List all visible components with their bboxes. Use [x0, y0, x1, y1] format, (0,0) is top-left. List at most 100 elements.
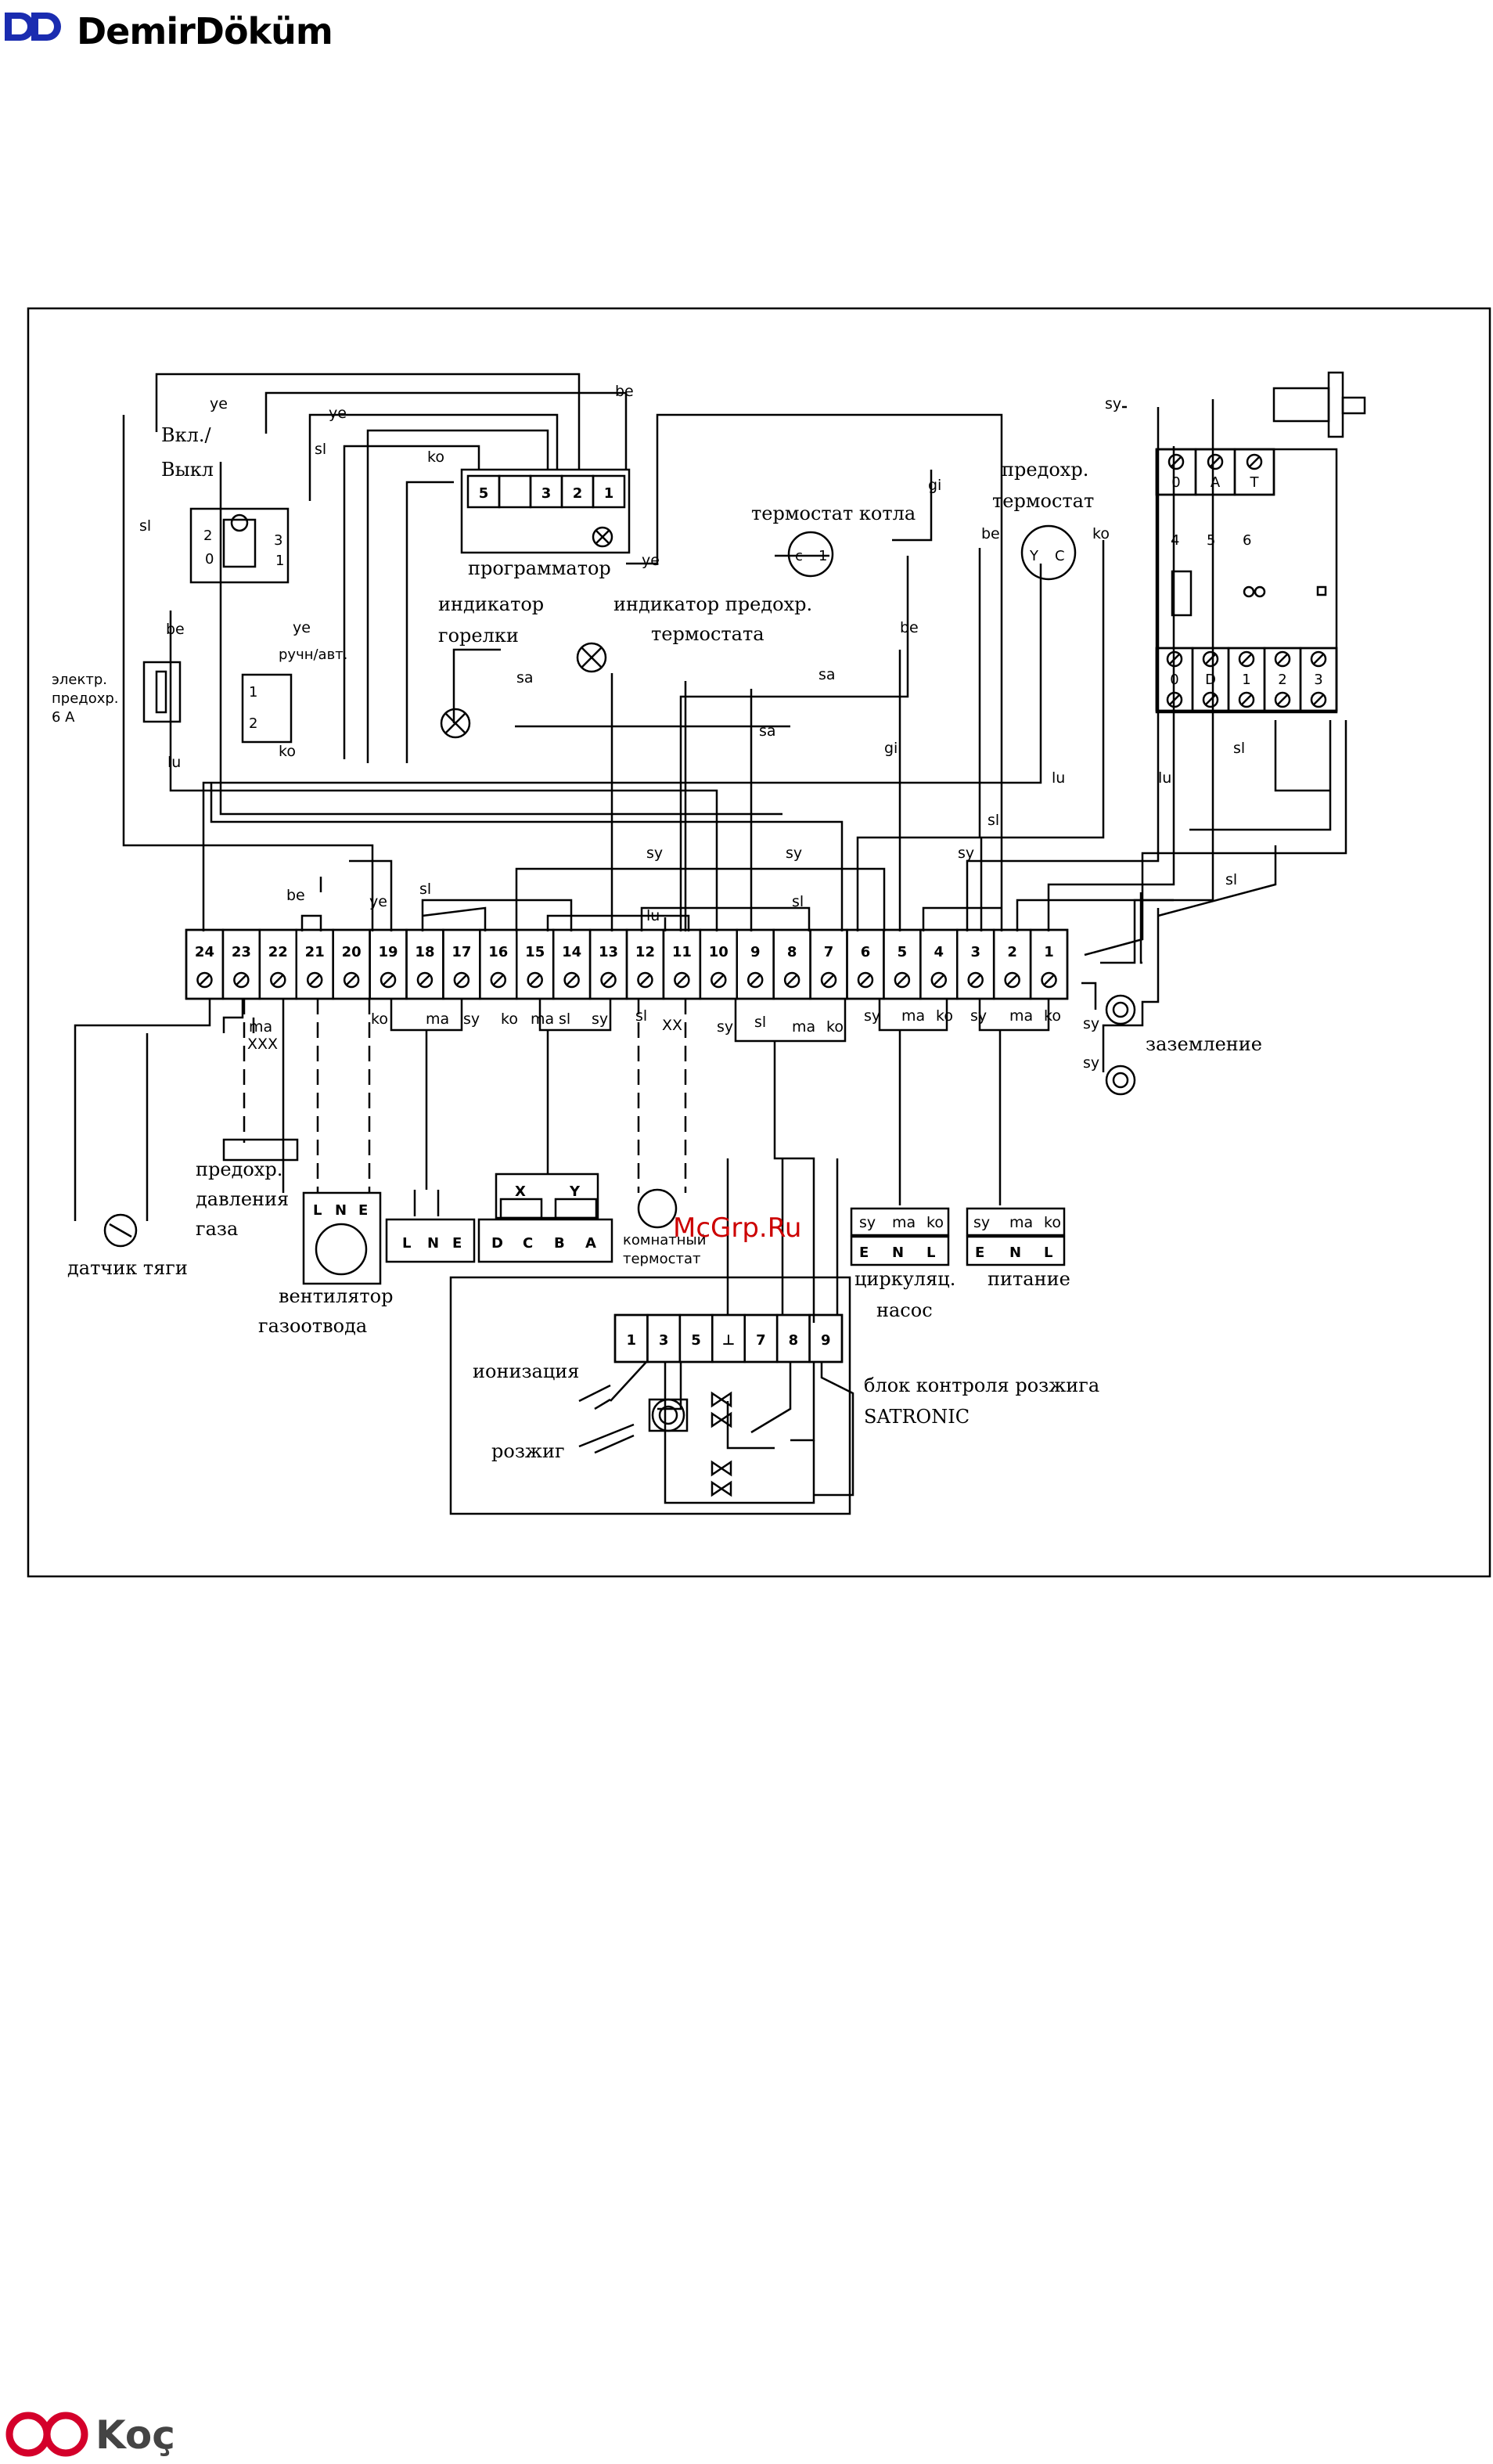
room-thermostat-label-1: комнатный: [623, 1232, 706, 1248]
wire-code-ye: ye: [210, 395, 228, 412]
wire-code-sa: sa: [759, 722, 776, 740]
wire-code-be: be: [615, 383, 634, 400]
wire-code-sl: sl: [754, 1014, 766, 1031]
wire-code-sy: sy: [717, 1018, 733, 1036]
wire-code-lu: lu: [1158, 769, 1171, 787]
terminal-number: 22: [268, 944, 288, 960]
draft-sensor-label: датчик тяги: [67, 1257, 188, 1279]
wire-code-labels: ye ye sl ko be ye sl be ye ko lu sa sa s…: [139, 383, 1245, 1231]
room-thermostat-label-2: термостат: [623, 1251, 700, 1267]
terminal-screw-icon: [270, 971, 286, 989]
tr-terminal-label: 0: [1171, 474, 1180, 491]
flue-fan-box: [302, 1191, 382, 1285]
safety-indicator-label-1: индикатор предохр.: [613, 593, 812, 615]
terminal-number: 19: [379, 944, 398, 960]
wire-code-ma: ma: [792, 1018, 815, 1036]
wire-code-xx: XXX: [247, 1036, 278, 1053]
component-labels: Вкл./ Выкл программатор индикатор горелк…: [52, 424, 1262, 1462]
supply-pin-l: L: [1044, 1245, 1052, 1261]
wire-code-ma: ma: [901, 1007, 925, 1025]
burner-indicator-label-2: горелки: [438, 625, 519, 647]
lne-connector: [385, 1218, 476, 1263]
wire-code-lu: lu: [167, 754, 181, 771]
safety-thermostat-label-2: термостат: [992, 490, 1094, 512]
fuse-label-3: 6 А: [52, 709, 75, 726]
wire-code-sy: sy: [1083, 1054, 1099, 1072]
wire-code-ko: ko: [279, 743, 296, 760]
tr-number-4: 4: [1171, 532, 1179, 549]
fan-pin-n: N: [335, 1202, 347, 1219]
wire-code-be: be: [981, 525, 1000, 542]
terminal-cell: [552, 928, 592, 1000]
wire-code-sl: sl: [988, 812, 999, 829]
terminal-cell: [588, 928, 628, 1000]
manual-auto-label: ручн/авт.: [279, 647, 347, 663]
terminal-number: 16: [488, 944, 508, 960]
terminal-screw-icon: [416, 971, 434, 989]
wire-code-sy: sy: [958, 845, 974, 862]
terminal-number: 6: [861, 944, 871, 960]
wire-code-ye: ye: [293, 619, 311, 636]
terminal-cell: [809, 928, 848, 1000]
terminal-number: 20: [342, 944, 362, 960]
programmer-label: программатор: [468, 557, 611, 579]
burner-indicator-lamp: [440, 708, 471, 739]
terminal-number: 1: [1044, 944, 1054, 960]
terminal-cell: [736, 928, 775, 1000]
brand-name: DemirDöküm: [77, 10, 333, 52]
satronic-label-2: SATRONIC: [864, 1406, 970, 1428]
power-switch-label-2: Выкл: [161, 459, 214, 481]
wire-code-ma: ma: [531, 1010, 554, 1028]
wire-code-lu: lu: [1052, 769, 1065, 787]
terminal-cell: [258, 928, 298, 1000]
programmer-terminal-number: 5: [479, 485, 489, 502]
terminal-screw-icon: [343, 971, 360, 989]
safety-indicator-lamp: [576, 642, 607, 673]
terminal-cell: [369, 928, 408, 1000]
terminal-number: 21: [305, 944, 325, 960]
manual-auto-switch: 12: [241, 673, 293, 744]
fuse-label-1: электр.: [52, 672, 107, 688]
terminal-cell: [883, 928, 922, 1000]
svg-text:c: c: [795, 548, 803, 564]
dcba-pin-d: D: [491, 1235, 503, 1252]
wire-code-sl: sl: [635, 1007, 647, 1025]
terminal-screw-icon: [1167, 453, 1185, 470]
terminal-screw-icon: [1238, 691, 1255, 708]
svg-text:C: C: [1055, 548, 1065, 564]
rb-terminal-label: 0: [1170, 672, 1178, 688]
circ-pump-label-2: насос: [876, 1299, 933, 1321]
wire-code-ko: ko: [501, 1010, 518, 1028]
terminal-screw-icon: [1274, 691, 1291, 708]
terminal-cell: [185, 928, 225, 1000]
terminal-number: 9: [750, 944, 761, 960]
terminal-screw-icon: [1310, 650, 1327, 668]
koc-logo-icon: [5, 2412, 88, 2457]
terminal-number: 8: [787, 944, 797, 960]
terminal-screw-icon: [453, 971, 470, 989]
wire-code-ma: ma: [892, 1214, 916, 1231]
terminal-screw-icon: [1041, 971, 1057, 989]
koc-brand: Koç: [95, 2412, 175, 2458]
terminal-screw-icon: [820, 971, 837, 989]
diagram-frame: [27, 307, 1491, 1578]
pump-pin-e: E: [859, 1245, 869, 1261]
wire-code-gi: gi: [928, 477, 941, 494]
power-switch-label-1: Вкл./: [161, 424, 212, 446]
wire-code-ye: ye: [329, 405, 347, 422]
terminal-cell: [295, 928, 334, 1000]
wire-code-gi: gi: [884, 740, 898, 757]
terminal-cell: [221, 928, 261, 1000]
connector-letters: L N E L N E D C B A X Y E N L E N L: [313, 1183, 1052, 1261]
dcba-pin-c: C: [523, 1235, 533, 1252]
wire-code-ko: ko: [1044, 1007, 1061, 1025]
dcba-connector: [477, 1218, 613, 1263]
svg-text:2: 2: [203, 528, 212, 544]
terminal-screw-icon: [1274, 650, 1291, 668]
wire-code-sl: sl: [792, 893, 804, 910]
satronic-terminal-number: 1: [626, 1332, 636, 1349]
